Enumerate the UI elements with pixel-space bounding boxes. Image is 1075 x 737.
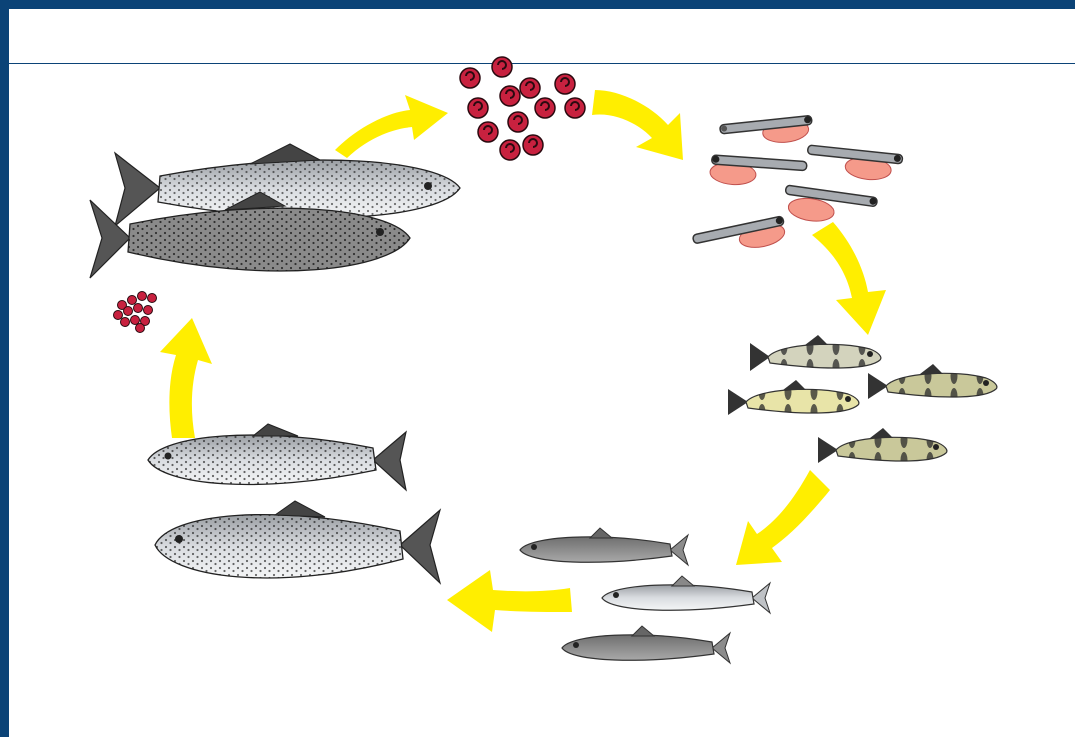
cycle-arrow-icon [160, 318, 212, 438]
cycle-arrow-icon [592, 90, 683, 160]
cycle-arrow-icon [447, 570, 572, 632]
adult-salmon-icon [148, 424, 440, 583]
fry-icon [728, 335, 997, 463]
egg-cluster-icon [114, 292, 157, 333]
spawning-pair-icon [90, 144, 460, 278]
cycle-arrow-icon [812, 222, 886, 335]
egg-cluster-icon [460, 57, 585, 160]
cycle-arrow-icon [736, 470, 830, 565]
alevin-icon [692, 115, 902, 260]
cycle-arrow-icon [335, 95, 448, 158]
